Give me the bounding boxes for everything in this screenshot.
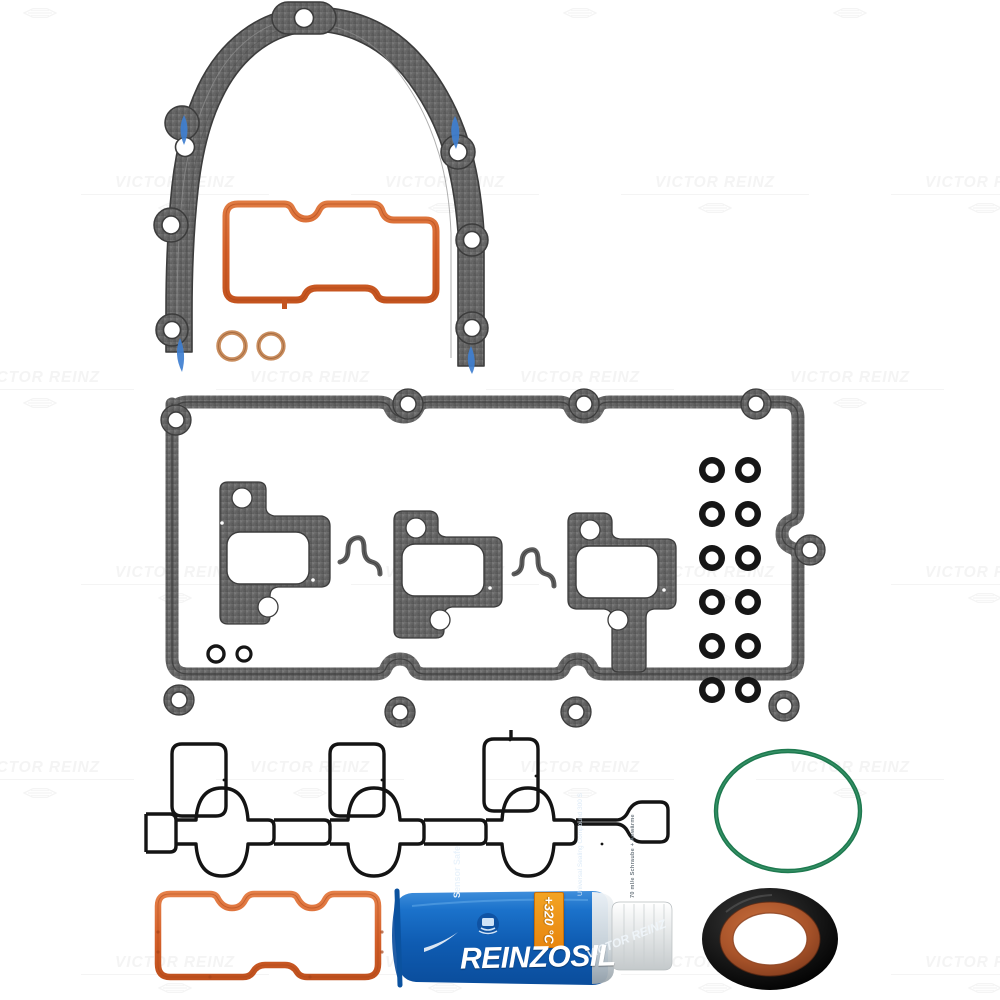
part-reinzosil-tube: Sensor Safe +320 °C Universal Sealing Co… xyxy=(388,793,688,994)
lower-orange-gasket-body xyxy=(154,890,382,981)
camshaft-bearing-gasket-3 xyxy=(567,512,677,673)
tube-temperature-value: +320 °C xyxy=(541,896,557,944)
part-timing-cover-gasket xyxy=(140,0,530,375)
gasket-nibs xyxy=(156,930,384,979)
part-valve-cover-gasket xyxy=(150,382,850,734)
part-intake-manifold-gasket xyxy=(142,730,698,878)
intake-manifold-gasket-body xyxy=(144,730,670,878)
bridge-strip-1 xyxy=(337,535,383,577)
valve-cover-bolt-holes xyxy=(160,388,826,728)
part-crankshaft-oil-seal xyxy=(700,886,840,992)
camshaft-bearing-gasket-1 xyxy=(219,481,331,625)
sensor-safe-emblem xyxy=(477,913,499,935)
bridge-strip-2 xyxy=(511,547,557,589)
bolt-seal-grid xyxy=(699,457,761,703)
silicone-sealing-beads xyxy=(176,115,475,374)
camshaft-bearing-gasket-2 xyxy=(393,510,503,639)
seal-bore xyxy=(733,913,807,965)
tube-temperature-badge: +320 °C xyxy=(534,892,564,948)
part-green-oring xyxy=(712,748,864,874)
part-upper-orange-gasket xyxy=(212,194,440,316)
tube-highlight xyxy=(424,932,458,952)
tube-shoulder xyxy=(592,892,614,984)
part-copper-washer-right xyxy=(256,331,286,361)
part-lower-orange-gasket xyxy=(150,884,390,990)
locating-tab xyxy=(282,297,287,309)
tube-cap xyxy=(611,901,673,971)
small-oring-pair xyxy=(206,644,253,664)
upper-orange-gasket-body xyxy=(222,200,440,304)
part-copper-washer-left xyxy=(216,330,248,362)
